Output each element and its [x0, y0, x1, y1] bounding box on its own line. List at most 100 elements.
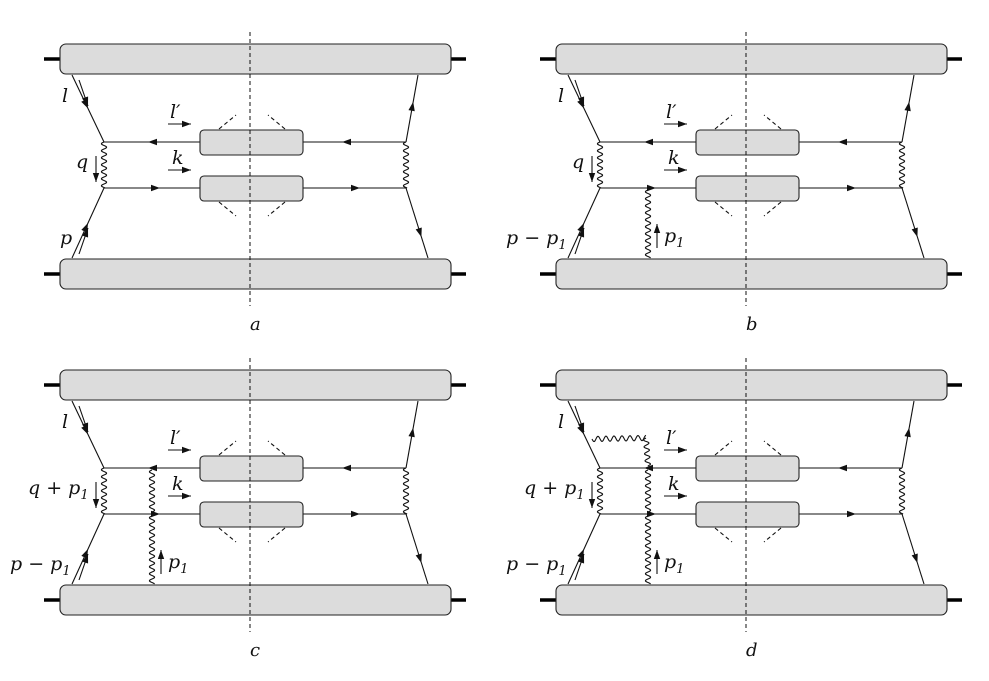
- label-k: k: [668, 473, 680, 495]
- label-p1: p1: [664, 551, 684, 577]
- right-exchange-wiggle: [402, 467, 410, 515]
- k-momentum-arrow-arrowhead-icon: [182, 166, 191, 174]
- inner-exchange-wiggle: [644, 469, 652, 513]
- label-l: l: [62, 85, 68, 107]
- emitted-gluon-wiggle: [591, 434, 647, 443]
- panel-caption-b: b: [746, 314, 758, 335]
- lower-jet-right: [267, 201, 286, 217]
- k-momentum-arrow-arrowhead-icon: [678, 492, 687, 500]
- p-momentum-arrow-arrowhead-icon: [578, 228, 585, 238]
- k-right-arrowhead-icon: [351, 184, 360, 192]
- right-exchange-wiggle: [402, 141, 410, 189]
- l-momentum-arrow-arrowhead-icon: [82, 96, 89, 106]
- upper-fragmentation-blob: [695, 455, 800, 482]
- panel-caption-d: d: [746, 640, 758, 661]
- lprime-right-arrowhead-icon: [342, 464, 351, 472]
- label-p: p − p1: [506, 553, 567, 579]
- upper-jet-left: [218, 114, 237, 130]
- k-left-arrowhead-icon: [151, 184, 160, 192]
- lower-jet-left: [714, 201, 733, 217]
- label-q: q: [76, 151, 88, 173]
- label-q: q + p1: [28, 477, 89, 503]
- p1-exchange-wiggle: [644, 189, 652, 259]
- label-q-subscript: 1: [576, 488, 584, 503]
- p-momentum-arrow-arrowhead-icon: [578, 554, 585, 564]
- lprime-left-arrowhead-icon: [644, 464, 653, 472]
- label-k: k: [668, 147, 680, 169]
- right-lower-fermion-arrowhead-icon: [911, 553, 918, 563]
- upper-fragmentation-blob: [695, 129, 800, 156]
- upper-jet-left: [714, 440, 733, 456]
- top-hadron-bar: [555, 43, 948, 75]
- k-left-arrowhead-icon: [647, 510, 656, 518]
- emitted-gluon-wiggle-down: [643, 437, 651, 467]
- upper-jet-right: [763, 114, 782, 130]
- lprime-right-arrowhead-icon: [342, 138, 351, 146]
- label-q: q + p1: [524, 477, 585, 503]
- k-left-arrowhead-icon: [151, 510, 160, 518]
- lower-jet-right: [763, 201, 782, 217]
- k-momentum-arrow-arrowhead-icon: [678, 166, 687, 174]
- p1-momentum-arrow-arrowhead-icon: [653, 550, 661, 559]
- label-p1: p1: [168, 551, 188, 577]
- right-upper-fermion-arrowhead-icon: [408, 101, 415, 112]
- label-p-subscript: 1: [62, 564, 70, 579]
- left-exchange-wiggle: [596, 467, 604, 515]
- k-right-arrowhead-icon: [847, 510, 856, 518]
- k-right-arrowhead-icon: [847, 184, 856, 192]
- p1-exchange-wiggle: [644, 515, 652, 585]
- bottom-hadron-bar: [59, 258, 452, 290]
- q-momentum-arrow-arrowhead-icon: [92, 173, 100, 182]
- p-momentum-arrow-arrowhead-icon: [82, 228, 89, 238]
- right-lower-fermion: [405, 513, 429, 585]
- q-momentum-arrow-arrowhead-icon: [588, 173, 596, 182]
- q-momentum-arrow-arrowhead-icon: [588, 499, 596, 508]
- p1-momentum-arrow-arrowhead-icon: [653, 224, 661, 233]
- upper-jet-right: [267, 114, 286, 130]
- lower-jet-left: [714, 527, 733, 543]
- left-exchange-wiggle: [100, 141, 108, 189]
- label-p: p: [60, 227, 72, 249]
- q-momentum-arrow-arrowhead-icon: [92, 499, 100, 508]
- label-k: k: [172, 473, 184, 495]
- lower-jet-left: [218, 201, 237, 217]
- top-hadron-bar: [555, 369, 948, 401]
- inner-exchange-wiggle: [148, 469, 156, 513]
- left-exchange-wiggle: [596, 141, 604, 189]
- lprime-left-arrowhead-icon: [148, 464, 157, 472]
- panel-caption-c: c: [250, 640, 260, 661]
- bottom-hadron-bar: [59, 584, 452, 616]
- lprime-left-arrowhead-icon: [148, 138, 157, 146]
- k-momentum-arrow-arrowhead-icon: [182, 492, 191, 500]
- lprime-momentum-arrow-arrowhead-icon: [182, 446, 191, 454]
- label-lprime: l′: [666, 427, 677, 449]
- right-upper-fermion-arrowhead-icon: [904, 101, 911, 112]
- bottom-hadron-bar: [555, 258, 948, 290]
- right-lower-fermion: [405, 187, 429, 259]
- lprime-momentum-arrow-arrowhead-icon: [678, 120, 687, 128]
- l-momentum-arrow-arrowhead-icon: [578, 96, 585, 106]
- label-p1: p1: [664, 225, 684, 251]
- bottom-hadron-bar: [555, 584, 948, 616]
- lower-jet-right: [267, 527, 286, 543]
- label-l: l: [62, 411, 68, 433]
- lprime-momentum-arrow-arrowhead-icon: [182, 120, 191, 128]
- label-lprime: l′: [666, 101, 677, 123]
- right-lower-fermion-arrowhead-icon: [415, 553, 422, 563]
- lprime-left-arrowhead-icon: [644, 138, 653, 146]
- right-exchange-wiggle: [898, 467, 906, 515]
- label-p1-subscript: 1: [676, 562, 684, 577]
- k-right-arrowhead-icon: [351, 510, 360, 518]
- p-momentum-arrow-arrowhead-icon: [82, 554, 89, 564]
- right-lower-fermion-arrowhead-icon: [911, 227, 918, 237]
- right-lower-fermion: [901, 513, 925, 585]
- label-lprime: l′: [170, 101, 181, 123]
- top-hadron-bar: [59, 43, 452, 75]
- lower-fragmentation-blob: [199, 501, 304, 528]
- label-p-subscript: 1: [558, 238, 566, 253]
